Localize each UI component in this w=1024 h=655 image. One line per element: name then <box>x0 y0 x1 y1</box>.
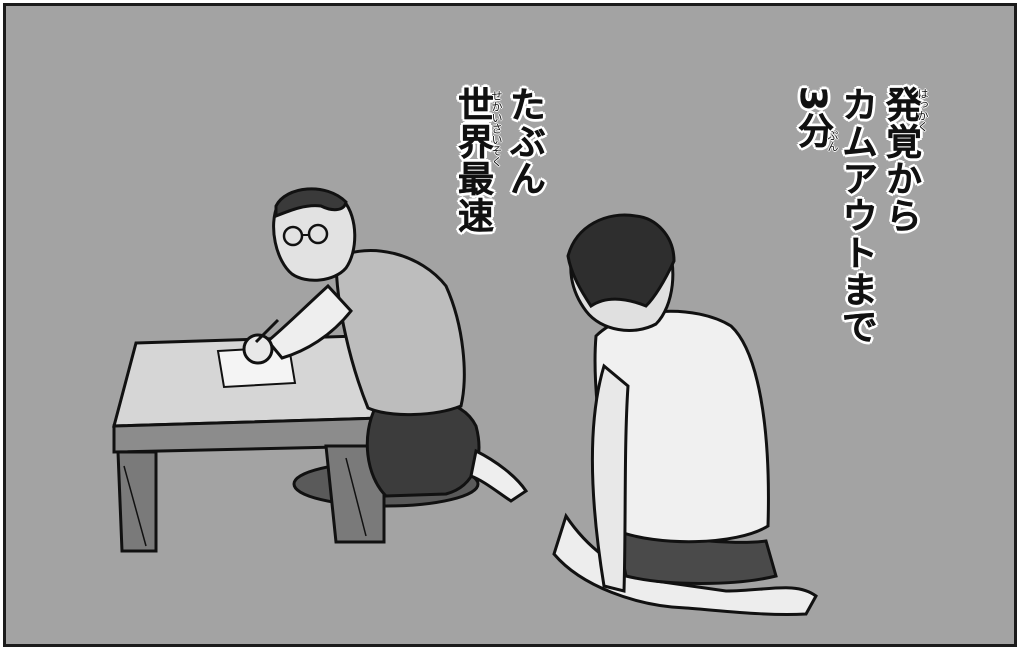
ruby-sekai-saisoku: せかいさいそく <box>490 90 503 167</box>
caption-line-hakkaku: 発覚から <box>880 86 921 234</box>
father-hand <box>242 333 274 365</box>
caption-line-sekai-saisoku: 世界最速 <box>452 86 493 234</box>
manga-panel: 発覚から はっかく カムアウトまで 3分 ぷん たぶん 世界最速 せかいさいそく <box>3 3 1017 647</box>
caption-line-comeout: カムアウトまで <box>836 86 877 345</box>
caption-line-tabun: たぶん <box>504 86 545 197</box>
pen <box>254 318 280 344</box>
father-figure <box>242 187 529 503</box>
caption-line-3min: 3分 <box>792 86 833 150</box>
low-table <box>112 334 387 553</box>
son-figure <box>552 213 818 616</box>
ruby-hakkaku: はっかく <box>916 88 929 132</box>
panel-illustration <box>112 187 818 616</box>
ruby-fun: ぷん <box>826 130 839 152</box>
father-hair <box>274 187 348 219</box>
son-hair <box>566 213 676 309</box>
father-foot <box>469 448 529 503</box>
